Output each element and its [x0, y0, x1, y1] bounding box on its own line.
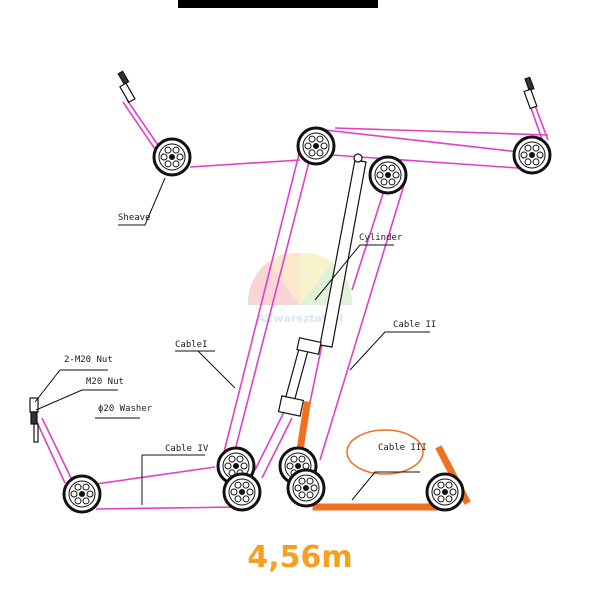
- fittings: [29, 70, 538, 443]
- cable-i: [221, 149, 301, 461]
- sheave-6: [222, 472, 262, 512]
- cable-iv: [95, 506, 241, 510]
- sheave-1: [152, 137, 192, 177]
- label-cable-i: CableI: [175, 340, 208, 350]
- sheave-10: [425, 472, 465, 512]
- sheaves: [62, 126, 552, 514]
- cable-ii: [319, 184, 405, 461]
- sheave-8: [286, 468, 326, 508]
- label-cable-ii: Cable II: [393, 320, 436, 330]
- sheave-9: [62, 474, 102, 514]
- cables: [35, 91, 549, 510]
- top-black-bar: [178, 0, 378, 8]
- label-cylinder: Cylinder: [359, 233, 403, 243]
- label-cable-iii: Cable III: [378, 443, 427, 453]
- label-sheave: Sheave: [118, 213, 151, 223]
- label-2m20-nut: 2-M20 Nut: [64, 355, 113, 365]
- cable-top-span: [189, 159, 301, 168]
- cable-iii-circle: [346, 429, 424, 475]
- sheave-3: [512, 135, 552, 175]
- sheave-2: [296, 126, 336, 166]
- label-washer: ϕ20 Washer: [98, 404, 153, 414]
- label-m20-nut: M20 Nut: [86, 377, 124, 387]
- length-measurement: 4,56m: [247, 540, 353, 575]
- leader-lines: [34, 177, 430, 505]
- cable-lower-left: [35, 419, 66, 484]
- watermark-text: AZwarsztat.pl: [257, 312, 343, 325]
- cable-top-left-fitting: [126, 99, 161, 149]
- cylinder: [277, 153, 367, 417]
- label-cable-iv: Cable IV: [165, 444, 209, 454]
- sheave-4: [368, 155, 408, 195]
